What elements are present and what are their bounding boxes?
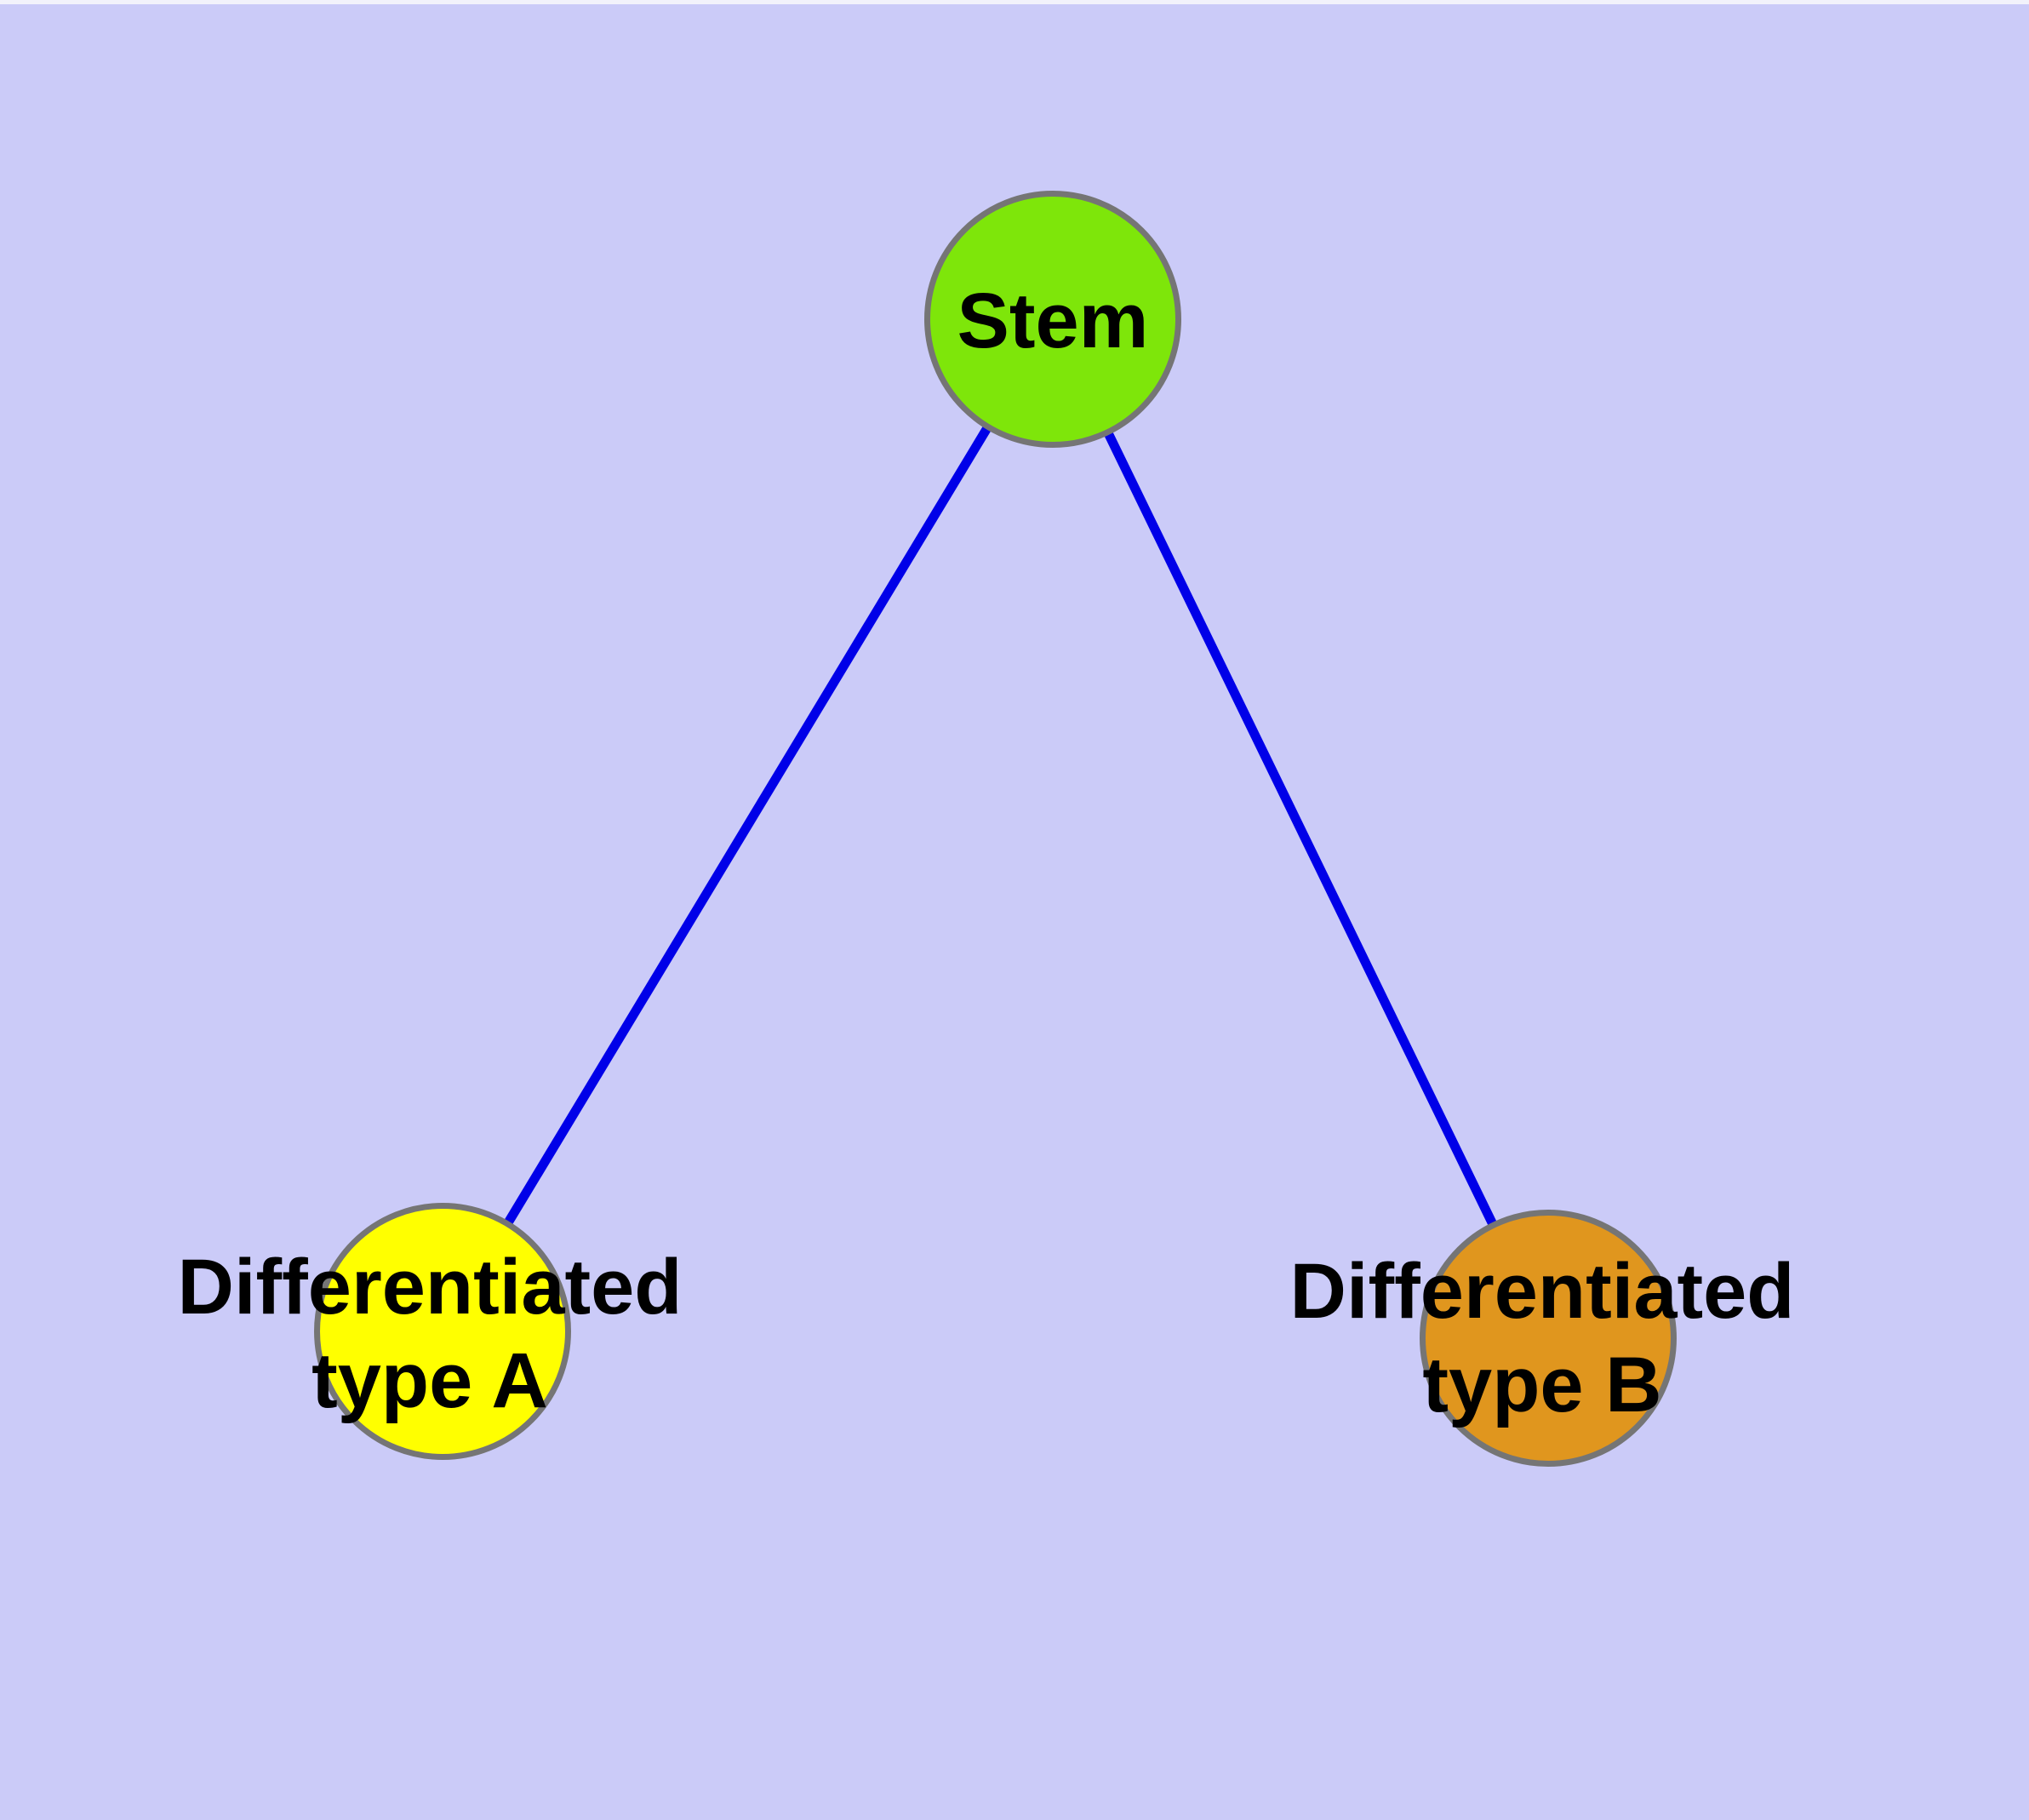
node-label-line: type B: [1422, 1342, 1662, 1428]
node-differentiated-type-a[interactable]: [314, 1203, 571, 1460]
window-top-edge: [0, 0, 2029, 4]
node-stem-label[interactable]: Stem: [957, 274, 1149, 368]
node-differentiated-type-b[interactable]: [1420, 1210, 1677, 1467]
node-label-line: type A: [311, 1337, 548, 1424]
node-stem-label-line: Stem: [957, 278, 1149, 364]
edge-stem-to-type-a[interactable]: [438, 317, 1057, 1334]
node-differentiated-type-b-label[interactable]: Differentiated type B: [1290, 1245, 1795, 1432]
node-label-line: Differentiated: [1289, 1248, 1795, 1335]
node-stem[interactable]: [924, 191, 1181, 448]
node-label-line: Differentiated: [177, 1244, 683, 1331]
node-differentiated-type-a-label[interactable]: Differentiated type A: [178, 1240, 683, 1428]
edge-stem-to-type-b[interactable]: [1049, 317, 1552, 1341]
